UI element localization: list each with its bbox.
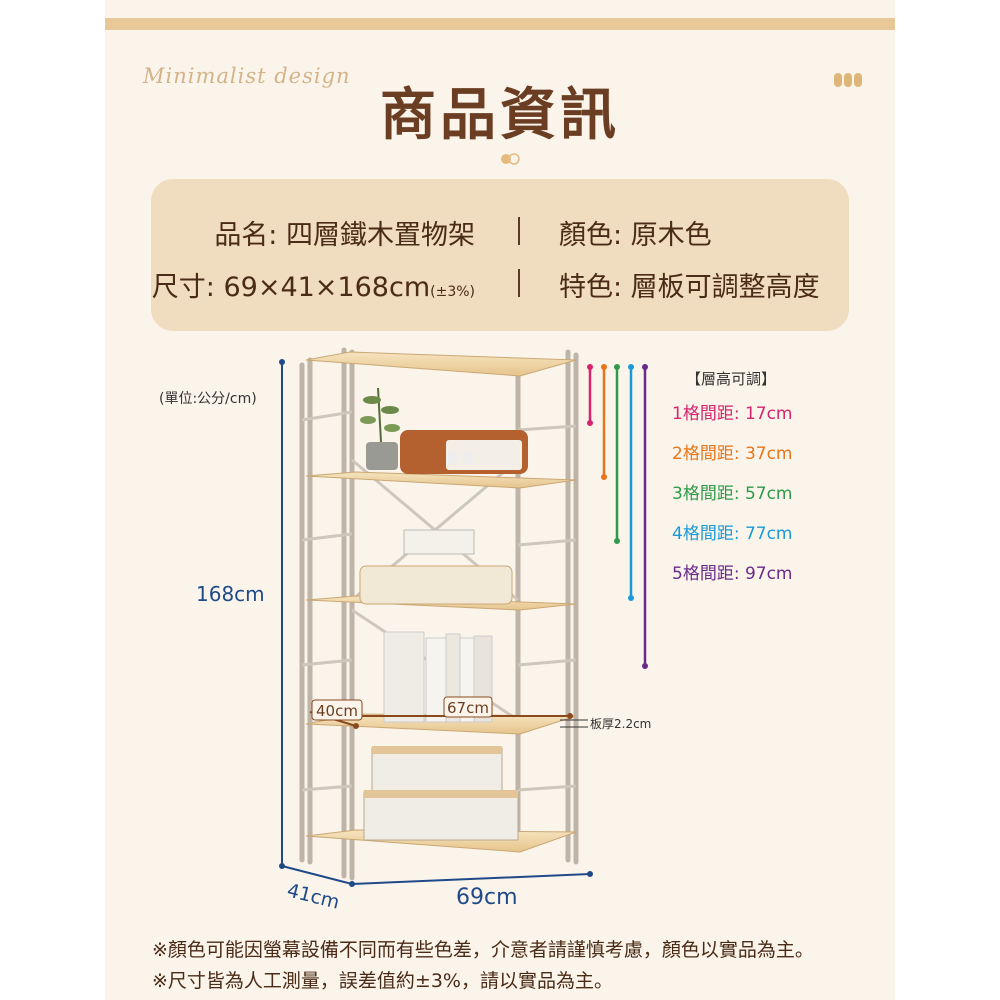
- adjust-title: 【層高可調】: [686, 370, 777, 388]
- height-dimension-line: [279, 359, 285, 869]
- top-accent-bar: [105, 18, 895, 30]
- depth-inner-label: 40cm: [316, 702, 358, 720]
- bars-decoration-icon: [834, 72, 864, 87]
- info-row-size-feature: 尺寸: 69×41×168cm(±3%) 特色: 層板可調整高度: [151, 265, 849, 305]
- height-label: 168cm: [196, 582, 265, 606]
- product-info-box: 品名: 四層鐵木置物架 顏色: 原木色 尺寸: 69×41×168cm(±3%)…: [151, 179, 849, 331]
- side-rungs: [301, 410, 577, 792]
- storage-boxes-decoration: [363, 746, 519, 841]
- width-dimension-line: [351, 871, 593, 885]
- product-color: 顏色: 原木色: [559, 220, 712, 251]
- info-divider: [518, 269, 520, 297]
- gap-indicator-lines: [587, 364, 648, 669]
- page-title: 商品資訊: [380, 83, 620, 148]
- product-name: 品名: 四層鐵木置物架: [214, 220, 475, 251]
- unit-label: (單位:公分/cm): [159, 391, 257, 407]
- info-row-name-color: 品名: 四層鐵木置物架 顏色: 原木色: [151, 213, 849, 253]
- width-label: 69cm: [456, 885, 518, 910]
- size-tolerance: (±3%): [430, 284, 475, 300]
- thickness-label: 板厚2.2cm: [590, 717, 651, 731]
- adjust-item-1: 1格間距: 17cm: [672, 404, 793, 424]
- adjust-item-2: 2格間距: 37cm: [672, 444, 793, 464]
- width-inner-label-box: [443, 696, 493, 718]
- basket-decoration: [359, 529, 513, 605]
- product-size-value: 尺寸: 69×41×168cm: [151, 272, 431, 303]
- dots-decoration-icon: [501, 153, 520, 165]
- product-size: 尺寸: 69×41×168cm(±3%): [152, 265, 475, 304]
- radio-decoration: [400, 430, 528, 474]
- thickness-indicator: [560, 719, 588, 728]
- depth-inner-label-box: [311, 699, 363, 721]
- adjust-item-3: 3格間距: 57cm: [672, 484, 793, 504]
- script-subtitle: Minimalist design: [143, 64, 351, 88]
- adjust-item-4: 4格間距: 77cm: [672, 524, 793, 544]
- width-inner-label: 67cm: [447, 699, 489, 717]
- adjust-item-5: 5格間距: 97cm: [672, 564, 793, 584]
- note-color: ※顏色可能因螢幕設備不同而有些色差，介意者請謹慎考慮，顏色以實品為主。: [152, 939, 814, 961]
- depth-label: 41cm: [285, 880, 342, 914]
- info-divider: [518, 217, 520, 245]
- plant-decoration: [360, 387, 400, 470]
- note-size: ※尺寸皆為人工測量，誤差值約±3%，請以實品為主。: [152, 970, 613, 992]
- product-feature: 特色: 層板可調整高度: [559, 272, 820, 303]
